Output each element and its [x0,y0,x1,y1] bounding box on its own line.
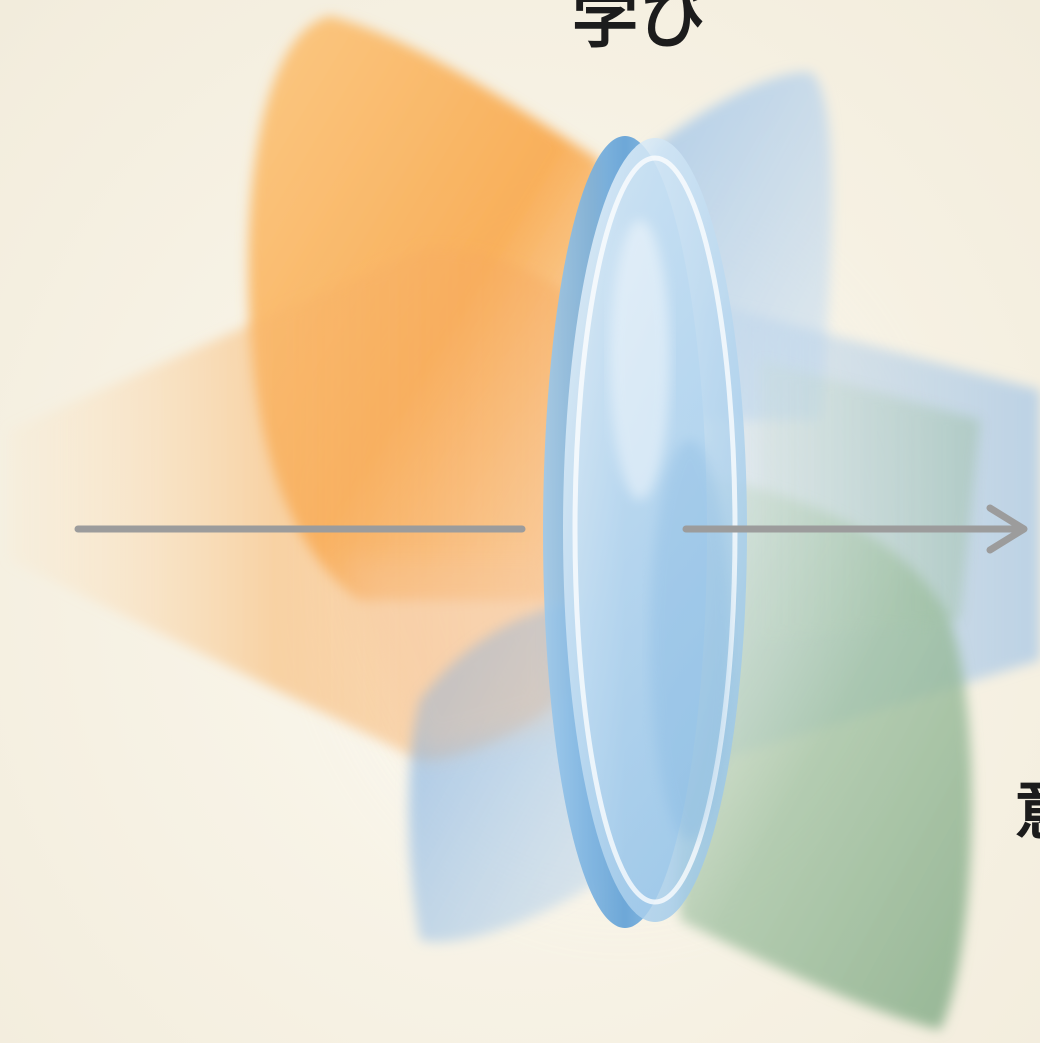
label-left-partial: 、 [0,822,18,862]
label-right-partial: 意 [1014,780,1040,844]
label-learning: 学び [572,0,708,52]
lens-shade [650,440,730,840]
lens-sheen [610,220,670,500]
